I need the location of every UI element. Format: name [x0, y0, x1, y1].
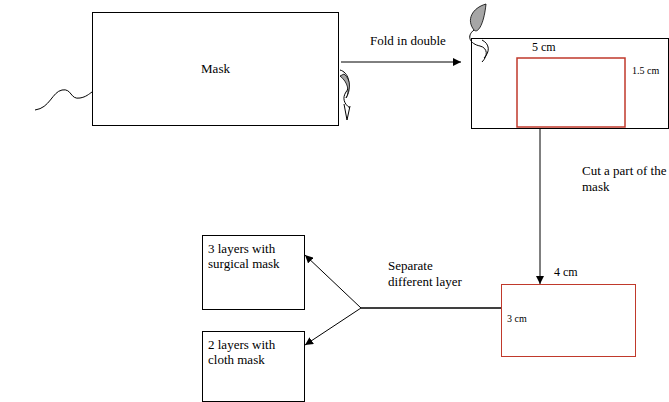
edge-label: Fold in double: [368, 33, 462, 49]
fold-curl: [482, 40, 488, 58]
folded-mask-box: 5 cm 1.5 cm: [471, 38, 669, 129]
layer-box: 3 layers with surgical mask: [202, 235, 305, 310]
dimension-label: 1.5 cm: [632, 65, 659, 77]
fold-curl: [340, 74, 350, 98]
fold-curl: [470, 30, 487, 62]
node-label: 3 layers with surgical mask: [208, 242, 299, 272]
ear-loop: [35, 90, 92, 110]
cut-piece-box: 4 cm3 cm: [501, 284, 636, 357]
connector-arrow: [305, 308, 501, 345]
layer-box: 2 layers with cloth mask: [202, 331, 305, 402]
ear-loop: [340, 70, 350, 108]
node-label: 2 layers with cloth mask: [208, 338, 299, 368]
dimension-label: 4 cm: [554, 266, 578, 280]
edge-label: Separate different layer: [386, 258, 482, 289]
cut-outline: [517, 58, 625, 127]
fold-curl: [344, 104, 350, 120]
connector-arrow: [305, 255, 501, 308]
connector-arrow: [540, 129, 541, 284]
edge-label: Cut a part of the mask: [580, 163, 669, 194]
dimension-label: 3 cm: [507, 313, 527, 325]
mask-box: Mask: [92, 12, 339, 126]
connector-arrow: [341, 62, 461, 63]
dimension-label: 5 cm: [532, 41, 556, 55]
node-label: Mask: [201, 62, 230, 77]
fold-curl: [470, 4, 486, 31]
